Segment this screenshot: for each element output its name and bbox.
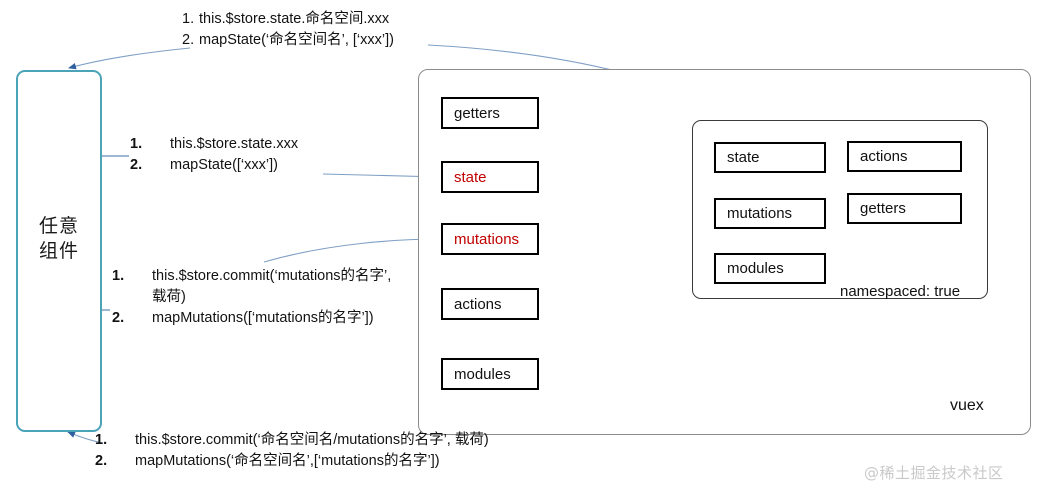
note-text: mapMutations([‘mutations的名字’]) xyxy=(152,310,374,326)
note-state-access: 1. this.$store.state.xxx 2. mapState([‘x… xyxy=(130,134,360,176)
note-text: mapMutations(‘命名空间名’,[‘mutations的名字’]) xyxy=(135,453,440,469)
module-box-actions[interactable]: actions xyxy=(847,141,962,172)
note-item: 2. mapState(‘命名空间名’, [‘xxx’]) xyxy=(182,30,472,51)
module-box-state[interactable]: state xyxy=(714,142,826,173)
component-label-line2: 组件 xyxy=(38,240,79,262)
note-item: 1. this.$store.commit(‘mutations的名字’, 载荷… xyxy=(112,266,402,308)
note-text: this.$store.commit(‘mutations的名字’, 载荷) xyxy=(152,268,392,305)
namespaced-label: namespaced: true xyxy=(840,283,961,300)
note-number: 1. xyxy=(95,432,108,448)
vuex-label: vuex xyxy=(950,397,984,414)
note-text: this.$store.state.命名空间.xxx xyxy=(199,11,390,27)
component-label-line1: 任意 xyxy=(38,215,79,237)
note-item: 1. this.$store.state.命名空间.xxx xyxy=(182,9,472,30)
component-box[interactable] xyxy=(16,70,102,432)
note-text: this.$store.state.xxx xyxy=(170,136,299,152)
note-item: 2. mapState([‘xxx’]) xyxy=(130,155,360,176)
note-number: 1. xyxy=(182,11,195,27)
note-text: mapState([‘xxx’]) xyxy=(170,157,278,173)
note-item: 1. this.$store.state.xxx xyxy=(130,134,360,155)
note-text: this.$store.commit(‘命名空间名/mutations的名字’,… xyxy=(135,432,489,448)
note-number: 1. xyxy=(130,136,143,152)
note-item: 1. this.$store.commit(‘命名空间名/mutations的名… xyxy=(95,430,655,451)
module-box-modules[interactable]: modules xyxy=(714,253,826,284)
note-namespaced-state-access: 1. this.$store.state.命名空间.xxx 2. mapStat… xyxy=(182,9,472,51)
note-item: 2. mapMutations([‘mutations的名字’]) xyxy=(112,308,402,329)
vuex-box-getters[interactable]: getters xyxy=(441,97,539,129)
note-number: 1. xyxy=(112,268,125,284)
module-box-getters[interactable]: getters xyxy=(847,193,962,224)
note-namespaced-commit: 1. this.$store.commit(‘命名空间名/mutations的名… xyxy=(95,430,655,472)
module-box-mutations[interactable]: mutations xyxy=(714,198,826,229)
vuex-box-state[interactable]: state xyxy=(441,161,539,193)
vuex-box-modules[interactable]: modules xyxy=(441,358,539,390)
component-label: 任意 组件 xyxy=(16,214,102,264)
note-number: 2. xyxy=(112,310,125,326)
note-number: 2. xyxy=(182,32,195,48)
line-mutations-to-commit-note xyxy=(263,238,442,263)
note-item: 2. mapMutations(‘命名空间名’,[‘mutations的名字’]… xyxy=(95,451,655,472)
note-number: 2. xyxy=(95,453,108,469)
arrow-top-note-to-component xyxy=(68,47,191,70)
note-number: 2. xyxy=(130,157,143,173)
watermark: @稀土掘金技术社区 xyxy=(864,464,1004,482)
vuex-box-mutations[interactable]: mutations xyxy=(441,223,539,255)
vuex-box-actions[interactable]: actions xyxy=(441,288,539,320)
note-commit-mutations: 1. this.$store.commit(‘mutations的名字’, 载荷… xyxy=(112,266,402,329)
note-text: mapState(‘命名空间名’, [‘xxx’]) xyxy=(199,32,394,48)
